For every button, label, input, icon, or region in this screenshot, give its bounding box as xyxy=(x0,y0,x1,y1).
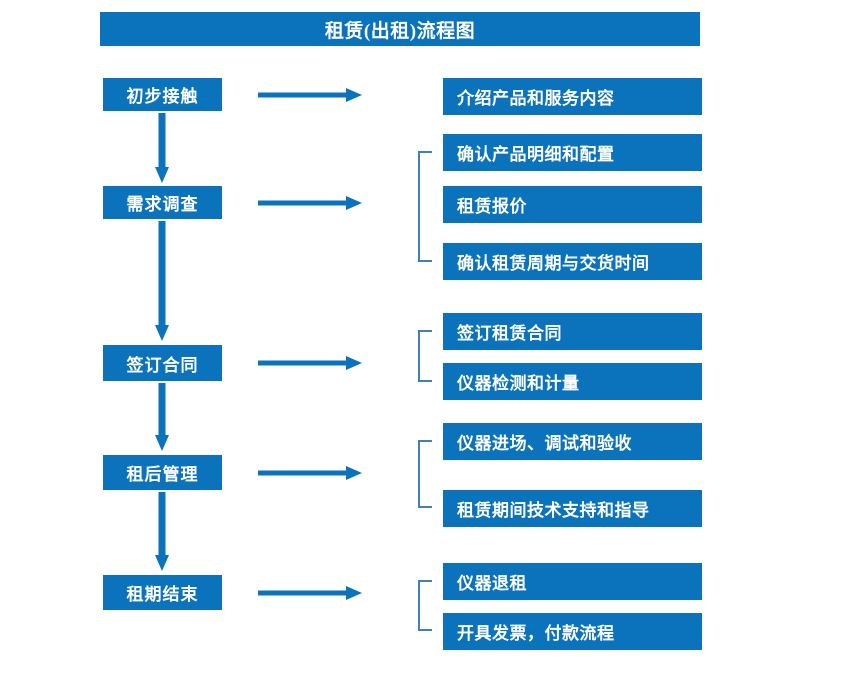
group-bracket-4 xyxy=(418,440,432,508)
detail-box-2[interactable]: 确认产品明细和配置 xyxy=(443,134,702,171)
vertical-arrow-4-5 xyxy=(155,492,169,571)
stage-box-3[interactable]: 签订合同 xyxy=(103,345,222,381)
vertical-arrow-3-4 xyxy=(155,383,169,451)
detail-box-6[interactable]: 仪器检测和计量 xyxy=(443,363,702,400)
group-bracket-5 xyxy=(418,580,432,631)
horizontal-arrow-2 xyxy=(258,196,362,210)
detail-box-5[interactable]: 签订租赁合同 xyxy=(443,313,702,350)
horizontal-arrow-5 xyxy=(258,586,362,600)
stage-box-5[interactable]: 租期结束 xyxy=(103,575,222,610)
horizontal-arrow-3 xyxy=(258,356,362,370)
horizontal-arrow-4 xyxy=(258,466,362,480)
detail-box-10[interactable]: 开具发票，付款流程 xyxy=(443,613,702,650)
detail-box-4[interactable]: 确认租赁周期与交货时间 xyxy=(443,243,702,280)
detail-box-3[interactable]: 租赁报价 xyxy=(443,186,702,223)
detail-box-7[interactable]: 仪器进场、调试和验收 xyxy=(443,423,702,460)
group-bracket-3 xyxy=(418,330,432,382)
page-title: 租赁(出租)流程图 xyxy=(100,12,700,46)
vertical-arrow-1-2 xyxy=(155,113,169,183)
vertical-arrow-2-3 xyxy=(155,221,169,341)
detail-box-9[interactable]: 仪器退租 xyxy=(443,563,702,600)
stage-box-4[interactable]: 租后管理 xyxy=(103,455,222,490)
detail-box-1[interactable]: 介绍产品和服务内容 xyxy=(443,78,702,115)
group-bracket-2 xyxy=(418,151,432,262)
detail-box-8[interactable]: 租赁期间技术支持和指导 xyxy=(443,490,702,527)
horizontal-arrow-1 xyxy=(258,88,362,102)
stage-box-1[interactable]: 初步接触 xyxy=(103,78,222,111)
stage-box-2[interactable]: 需求调查 xyxy=(103,186,222,219)
